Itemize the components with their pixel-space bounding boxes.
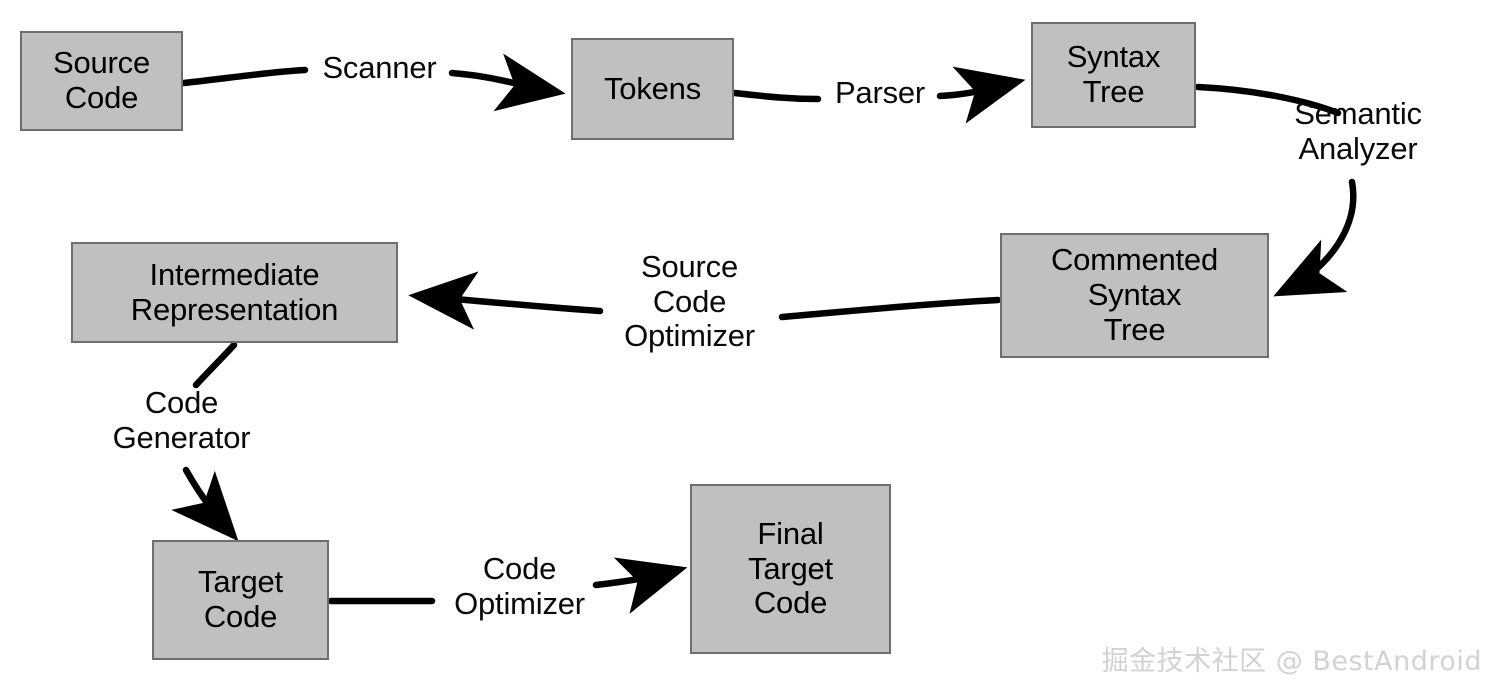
node-tokens-label: Tokens bbox=[603, 70, 702, 106]
edge-label-code-generator: Code Generator bbox=[112, 385, 251, 455]
edge-label-semantic-analyzer: Semantic Analyzer bbox=[1294, 96, 1422, 166]
edge-label-source-code-optimizer: Source Code Optimizer bbox=[624, 249, 755, 354]
edge-intermediate-to-generator bbox=[192, 341, 238, 389]
node-syntax-tree[interactable]: Syntax Tree bbox=[1031, 22, 1196, 128]
edge-label-code-optimizer: Code Optimizer bbox=[454, 551, 585, 621]
edge-source-to-scanner bbox=[180, 66, 309, 87]
edge-label-scanner: Scanner bbox=[322, 50, 437, 85]
edge-optimizer-to-final-target bbox=[592, 557, 688, 614]
watermark: 掘金技术社区 @ BestAndroid bbox=[1101, 646, 1482, 677]
edge-parser-to-syntax-tree bbox=[936, 66, 1026, 124]
edge-scanner-to-tokens bbox=[448, 53, 566, 112]
edge-optimizer-to-intermediate bbox=[408, 271, 604, 330]
edge-generator-to-target-code bbox=[171, 466, 239, 542]
node-commented-syntax-tree[interactable]: Commented Syntax Tree bbox=[1000, 233, 1269, 358]
node-tokens[interactable]: Tokens bbox=[571, 38, 734, 140]
node-target-code[interactable]: Target Code bbox=[152, 540, 329, 660]
edge-tokens-to-parser bbox=[731, 89, 822, 103]
node-commented-syntax-tree-label: Commented Syntax Tree bbox=[1050, 242, 1219, 347]
node-source-code[interactable]: Source Code bbox=[20, 31, 183, 131]
edge-commented-to-optimizer bbox=[778, 296, 1002, 321]
node-final-target-code[interactable]: Final Target Code bbox=[690, 484, 891, 654]
node-source-code-label: Source Code bbox=[52, 45, 151, 115]
edge-label-parser: Parser bbox=[834, 75, 926, 110]
edge-semantic-to-commented bbox=[1273, 178, 1357, 297]
node-final-target-code-label: Final Target Code bbox=[748, 515, 833, 621]
edge-syntax-tree-to-semantic bbox=[1194, 83, 1342, 117]
node-intermediate-representation-label: Intermediate Representation bbox=[130, 256, 339, 327]
node-target-code-label: Target Code bbox=[198, 564, 283, 634]
node-intermediate-representation[interactable]: Intermediate Representation bbox=[71, 242, 398, 343]
node-syntax-tree-label: Syntax Tree bbox=[1066, 39, 1161, 109]
